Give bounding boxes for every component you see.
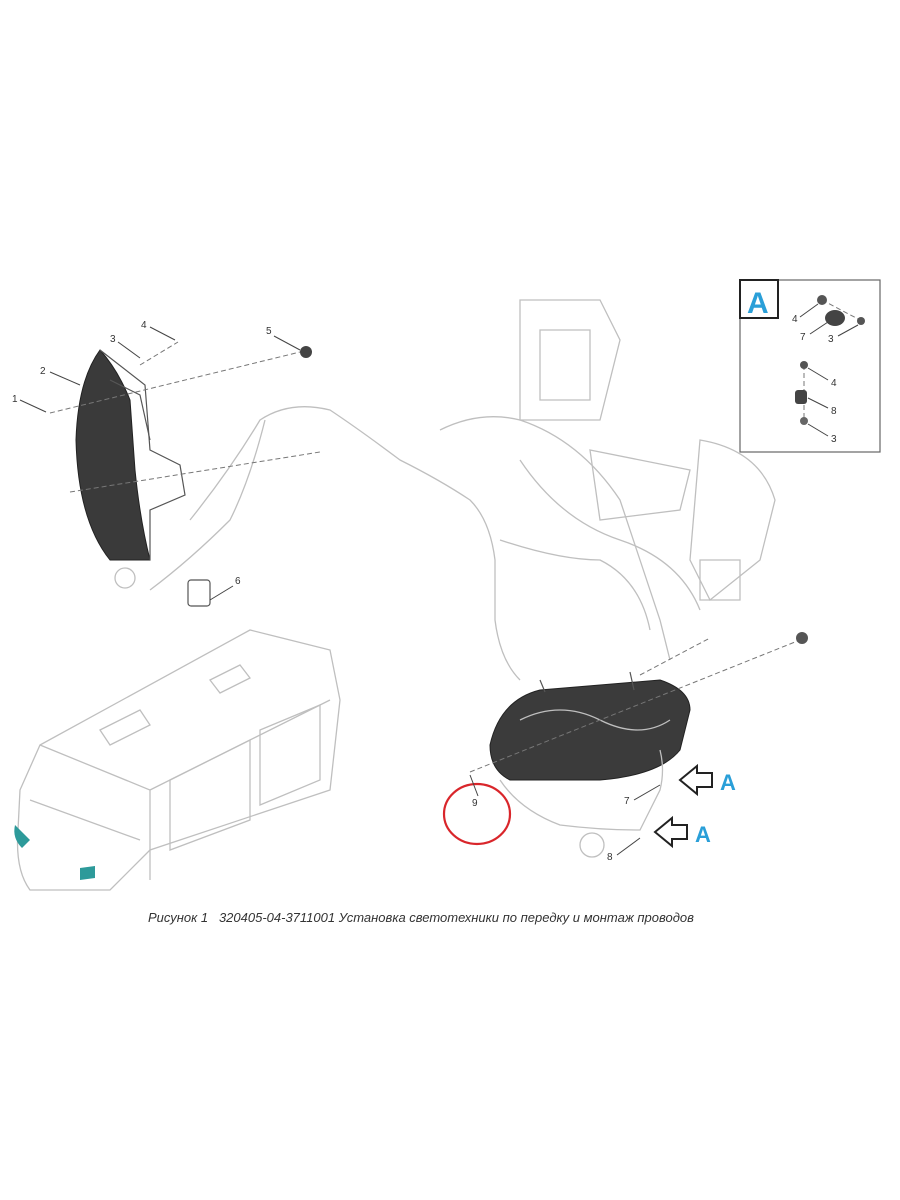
figure-caption: Рисунок 1 320405-04-3711001 Установка св…: [148, 910, 694, 925]
callout-number: 7: [800, 332, 806, 343]
leader-line: [799, 303, 819, 318]
connector-6: [187, 579, 211, 607]
detail-inset-a: A 4 7 3 4 8 3: [739, 279, 881, 453]
callout-number: 4: [141, 320, 147, 331]
left-wire-harness: [189, 406, 521, 681]
callout-number: 3: [828, 334, 834, 345]
left-headlight: [75, 349, 186, 589]
leader-line: [837, 324, 859, 337]
arrow-a-1: A: [678, 763, 736, 797]
callout-number: 3: [831, 434, 837, 445]
leader-line: [807, 423, 829, 437]
leader-line: [633, 784, 661, 801]
callout-number: 4: [792, 314, 798, 325]
inset-label: A: [747, 287, 769, 320]
leader-line: [807, 367, 829, 381]
arrow-label: A: [695, 822, 711, 847]
callout-number: 7: [624, 796, 630, 807]
right-headlight: [489, 671, 691, 781]
callout-number: 8: [607, 852, 613, 863]
arrow-label: A: [720, 770, 736, 795]
callouts-right: 7 8 9: [469, 774, 661, 863]
callout-number: 6: [235, 576, 241, 587]
callout-number: 2: [40, 366, 46, 377]
arrow-a-2: A: [653, 815, 711, 849]
leader-line: [273, 335, 301, 351]
callout-number: 8: [831, 406, 837, 417]
leader-line: [209, 585, 234, 601]
callouts-left: 1 2 3 4 5 6: [12, 320, 312, 601]
highlight-circle: [442, 782, 512, 846]
bus-illustration: [14, 629, 341, 891]
leader-line: [616, 837, 641, 856]
leader-line: [149, 326, 176, 341]
callout-number: 5: [266, 326, 272, 337]
dashboard-frame: [439, 299, 776, 661]
leader-line: [49, 371, 81, 386]
callout-number: 4: [831, 378, 837, 389]
leader-line: [809, 321, 829, 335]
callout-number: 3: [110, 334, 116, 345]
callout-number: 9: [472, 798, 478, 809]
leader-line: [807, 397, 829, 409]
leader-line: [19, 399, 47, 413]
callout-number: 1: [12, 394, 18, 405]
leader-line: [469, 774, 479, 797]
leader-line: [117, 341, 141, 359]
